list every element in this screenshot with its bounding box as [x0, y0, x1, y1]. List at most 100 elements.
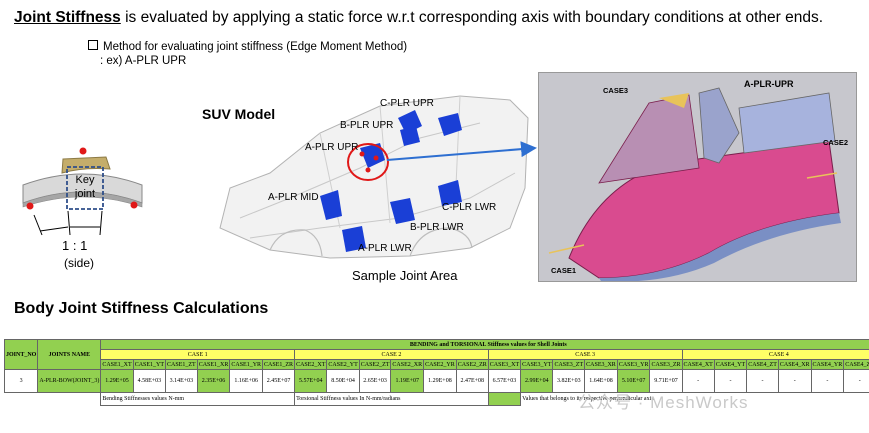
watermark: 公众号 · MeshWorks [578, 393, 749, 412]
red-point-left-icon [26, 202, 34, 210]
value-cell: 8.50E+04 [326, 369, 360, 393]
value-cell: 2.35E+06 [196, 369, 231, 393]
value-cell: 2.65E+03 [358, 369, 392, 393]
load-point-case3 [659, 93, 689, 108]
method-description: Method for evaluating joint stiffness (E… [88, 40, 407, 68]
label-c-plr-upr: C-PLR UPR [380, 98, 434, 109]
key-joint-block [61, 156, 111, 174]
subheader-cell: CASE1_YR [229, 359, 264, 370]
subheader-cell: CASE4_YT [713, 359, 748, 370]
key-label: Key [76, 174, 95, 186]
subheader-cell: CASE4_XR [777, 359, 812, 370]
label-a-plr-lwr: A-PLR LWR [358, 243, 412, 254]
zoom-render-panel: CASE3 CASE2 CASE1 A-PLR-UPR [538, 72, 857, 282]
headline: Joint Stiffness is evaluated by applying… [14, 9, 823, 27]
label-b-plr-lwr: B-PLR LWR [410, 222, 464, 233]
subheader-cell: CASE2_ZT [358, 359, 392, 370]
method-line2: : ex) A-PLR UPR [100, 55, 187, 67]
value-cell: - [681, 369, 715, 393]
subheader-cell: CASE3_ZR [649, 359, 683, 370]
headline-keyword: Joint Stiffness [14, 9, 121, 26]
zoom-title: A-PLR-UPR [744, 79, 794, 89]
pillar-lower-edge [599, 213, 841, 282]
dim-tick-3 [99, 210, 103, 236]
joint-c-plr-upr-right [438, 113, 462, 136]
subheader-cell: CASE3_XR [584, 359, 618, 370]
ratio-label: 1 : 1 [62, 238, 88, 253]
legend-spacer-2 [37, 392, 101, 406]
joint-red-dot-1 [359, 151, 365, 157]
table-case-row: CASE 1 CASE 2 CASE 3 CASE 4 [5, 349, 869, 360]
sample-joint-caption: Sample Joint Area [352, 268, 458, 283]
red-point-top-icon [79, 147, 87, 155]
value-cell: 1.29E+08 [423, 369, 457, 393]
dim-tick-1 [33, 214, 43, 236]
joint-a-plr-mid [320, 190, 342, 220]
value-cell: 3.14E+03 [165, 369, 198, 393]
subheader-cell: CASE4_ZR [843, 359, 869, 370]
subheader-cell: CASE1_XR [196, 359, 231, 370]
subheader-cell: CASE3_YT [520, 359, 554, 370]
value-cell: 2.47E+08 [455, 369, 489, 393]
subheader-cell: CASE2_ZR [455, 359, 489, 370]
value-cell: 1.16E+06 [229, 369, 264, 393]
joint-c-plr-lwr [438, 180, 462, 206]
body-line-1 [239, 122, 481, 219]
cell-joint-name: A-PLR-BOW(JOINT_3) [37, 369, 102, 393]
subheader-cell: CASE3_YR [616, 359, 651, 370]
joint-a-plr-upr [360, 143, 385, 168]
beam-side [22, 191, 143, 208]
header-joint-name: JOINTS NAME [37, 339, 102, 370]
selected-joint-circle [347, 143, 389, 181]
joint-label: joint [74, 188, 95, 200]
red-point-right-icon [130, 201, 138, 209]
joint-b-plr-upr [400, 126, 420, 146]
value-cell: - [713, 369, 748, 393]
legend-torsional: Torsional Stiffness values In N-mm/radia… [294, 392, 489, 406]
case1-label: CASE1 [551, 266, 576, 275]
subheader-cell: CASE1_YT [132, 359, 167, 370]
header-case-1: CASE 1 [100, 349, 296, 360]
label-b-plr-upr: B-PLR UPR [340, 120, 393, 131]
label-a-plr-upr: A-PLR UPR [305, 142, 358, 153]
table-legend-row: Bending Stiffnesses values N-mm Torsiona… [5, 392, 869, 406]
load-point-case1 [548, 244, 585, 254]
suv-model-title: SUV Model [202, 106, 276, 122]
header-group-title: BENDING and TORSIONAL Stiffness values f… [100, 339, 869, 350]
dim-line-left [39, 226, 69, 232]
side-label: (side) [64, 256, 95, 270]
subheader-cell: CASE1_ZT [165, 359, 198, 370]
value-cell: 2.45E+07 [262, 369, 296, 393]
wheel-arches [269, 227, 473, 257]
joint-red-dot-2 [373, 155, 379, 161]
subheader-cell: CASE4_XT [681, 359, 715, 370]
table-header-row: JOINT_NO JOINTS NAME BENDING and TORSION… [3, 339, 869, 370]
upper-post [698, 87, 740, 164]
headline-text: is evaluated by applying a static force … [120, 9, 824, 26]
value-cell: - [777, 369, 812, 393]
suv-model-wireframe: C-PLR UPR B-PLR UPR A-PLR UPR A-PLR MID … [219, 95, 529, 259]
load-point-case2 [806, 172, 838, 179]
legend-perpendicular: Values that belongs to its respective pe… [522, 396, 654, 403]
header-case-4: CASE 4 [681, 349, 869, 360]
dim-tick-2 [67, 210, 71, 236]
value-cell: 9.71E+07 [649, 369, 683, 393]
value-cell: - [843, 369, 869, 393]
case2-label: CASE2 [823, 138, 848, 147]
joint-a-plr-lwr [342, 226, 366, 252]
value-cell: 5.57E+04 [294, 369, 328, 393]
header-case-3: CASE 3 [487, 349, 683, 360]
value-cell: 4.58E+03 [132, 369, 167, 393]
value-cell: - [810, 369, 845, 393]
subheader-cell: CASE1_ZR [262, 359, 296, 370]
value-cell: 1.19E+07 [390, 369, 425, 393]
stiffness-table: JOINT_NO JOINTS NAME BENDING and TORSION… [3, 339, 869, 406]
zoom-arrow [386, 141, 537, 161]
key-joint-diagram: Key joint [22, 147, 143, 236]
checkbox-bullet-icon [88, 40, 98, 50]
arrow-right-icon [386, 141, 537, 161]
cell-joint-no: 3 [3, 369, 39, 393]
section-title: Body Joint Stiffness Calculations [14, 300, 269, 317]
